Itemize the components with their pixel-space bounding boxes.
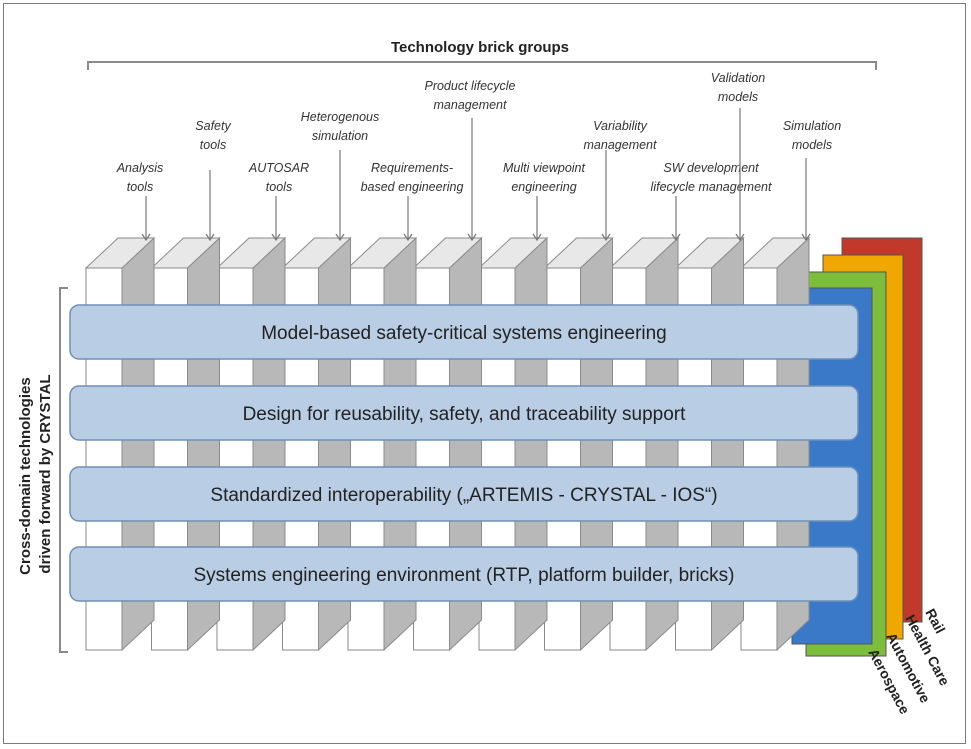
brick-label-product-lifecycle-management: Product lifecycle management bbox=[424, 79, 516, 242]
brick-label-line: models bbox=[792, 138, 832, 152]
diagram-title: Technology brick groups bbox=[391, 39, 569, 56]
band-3: Standardized interoperability („ARTEMIS … bbox=[69, 466, 859, 522]
brick-label-line: Variability bbox=[593, 119, 647, 133]
brick-label-line: engineering bbox=[511, 180, 576, 194]
band-box bbox=[69, 385, 859, 441]
brick-label-safety-tools: Safety tools bbox=[195, 119, 231, 242]
brick-label-line: lifecycle management bbox=[651, 180, 772, 194]
band-1: Model-based safety-critical systems engi… bbox=[69, 304, 859, 360]
brick-label-line: Multi viewpoint bbox=[503, 161, 586, 175]
brick-arrow-head bbox=[271, 233, 281, 242]
brick-label-line: Analysis bbox=[116, 161, 164, 175]
band-4: Systems engineering environment (RTP, pl… bbox=[69, 546, 859, 602]
brick-arrow-head bbox=[735, 233, 745, 242]
band-box bbox=[69, 304, 859, 360]
brick-label-line: Safety bbox=[195, 119, 231, 133]
side-label-line-1: Cross-domain technologies bbox=[17, 377, 34, 575]
brick-label-validation-models: Validation models bbox=[711, 71, 765, 242]
band-label: Standardized interoperability („ARTEMIS … bbox=[210, 485, 717, 506]
brick-arrow-head bbox=[532, 233, 542, 242]
left-brace bbox=[59, 287, 68, 653]
band-box bbox=[69, 466, 859, 522]
band-label: Model-based safety-critical systems engi… bbox=[261, 323, 667, 344]
brick-label-line: Requirements- bbox=[371, 161, 453, 175]
brick-label-line: management bbox=[434, 98, 507, 112]
brick-arrow-head bbox=[601, 233, 611, 242]
brick-label-line: tools bbox=[200, 138, 226, 152]
brick-label-variability-management: Variability management bbox=[584, 119, 657, 242]
cross-domain-bands: Model-based safety-critical systems engi… bbox=[69, 304, 859, 602]
figure-frame bbox=[3, 3, 966, 744]
brick-label-simulation-models: Simulation models bbox=[783, 119, 841, 242]
brick-label-requirements-based-engineering: Requirements-based engineering bbox=[361, 161, 464, 242]
band-box bbox=[69, 546, 859, 602]
brick-label-line: Product lifecycle bbox=[424, 79, 515, 93]
brick-labels: AnalysistoolsSafetytoolsAUTOSARtoolsHete… bbox=[116, 71, 841, 242]
brick-arrow-head bbox=[403, 233, 413, 242]
brick-label-line: Simulation bbox=[783, 119, 841, 133]
brick-label-line: management bbox=[584, 138, 657, 152]
top-brace bbox=[87, 61, 877, 70]
band-label: Design for reusability, safety, and trac… bbox=[243, 404, 687, 425]
band-label: Systems engineering environment (RTP, pl… bbox=[193, 565, 734, 586]
brick-arrow-head bbox=[205, 233, 215, 242]
brick-label-line: tools bbox=[266, 180, 292, 194]
brick-label-line: SW development bbox=[663, 161, 759, 175]
brick-arrow-head bbox=[467, 233, 477, 242]
brick-arrow-head bbox=[335, 233, 345, 242]
brick-label-line: Heterogenous bbox=[301, 110, 380, 124]
brick-label-sw-development-lifecycle-management: SW development lifecycle management bbox=[651, 161, 772, 242]
band-2: Design for reusability, safety, and trac… bbox=[69, 385, 859, 441]
brick-label-line: simulation bbox=[312, 129, 368, 143]
brick-label-line: based engineering bbox=[361, 180, 464, 194]
brick-label-heterogenous-simulation: Heterogenous simulation bbox=[301, 110, 380, 242]
brick-arrow-head bbox=[801, 233, 811, 242]
brick-arrow-head bbox=[671, 233, 681, 242]
brick-label-line: Validation bbox=[711, 71, 765, 85]
brick-label-autosar-tools: AUTOSAR tools bbox=[248, 161, 309, 242]
brick-label-analysis-tools: Analysis tools bbox=[116, 161, 164, 242]
brick-label-multi-viewpoint-engineering: Multi viewpoint engineering bbox=[503, 161, 586, 242]
side-label: Cross-domain technologies driven forward… bbox=[17, 373, 54, 575]
brick-arrow-head bbox=[141, 233, 151, 242]
brick-label-line: AUTOSAR bbox=[248, 161, 309, 175]
side-label-line-2: driven forward by CRYSTAL bbox=[37, 374, 54, 573]
brick-label-line: models bbox=[718, 90, 758, 104]
brick-label-line: tools bbox=[127, 180, 153, 194]
